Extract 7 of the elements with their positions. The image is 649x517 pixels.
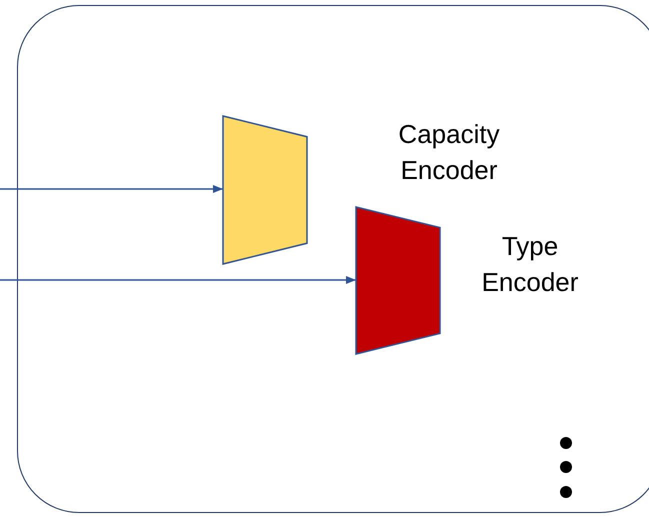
rounded-container <box>17 5 649 513</box>
arrow <box>0 185 223 193</box>
encoder-trapezoid <box>356 206 440 354</box>
encoder-label: Type Encoder <box>480 230 580 299</box>
encoder-trapezoid <box>222 116 306 264</box>
encoder-label: Capacity Encoder <box>397 118 501 187</box>
arrow <box>0 276 356 284</box>
